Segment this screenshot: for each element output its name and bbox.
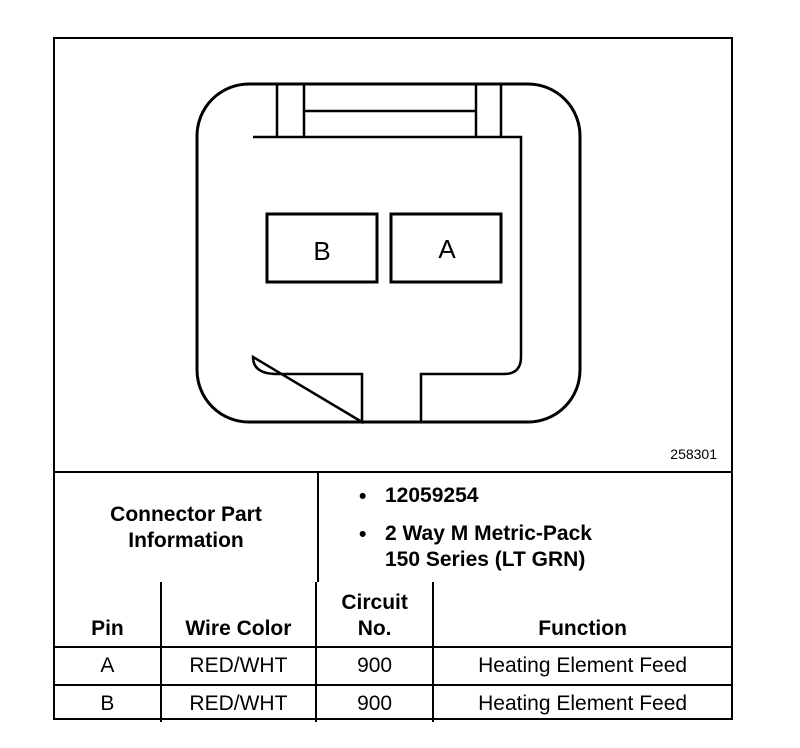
row-b-function: Heating Element Feed bbox=[432, 684, 731, 722]
row-b-pin: B bbox=[55, 684, 162, 722]
table-row: B RED/WHT 900 Heating Element Feed bbox=[55, 684, 731, 722]
pin-table: Pin Wire Color Circuit No. Function A RE… bbox=[55, 582, 731, 722]
header-circuit-line2: No. bbox=[357, 617, 392, 640]
connector-info-label-line1: Connector Part bbox=[110, 503, 262, 526]
header-circuit: Circuit No. bbox=[314, 582, 435, 648]
cavity-b bbox=[265, 212, 379, 284]
info-vertical-divider bbox=[317, 473, 319, 582]
cavity-b-label: B bbox=[313, 236, 330, 266]
bullet-icon: • bbox=[359, 485, 367, 508]
table-row: A RED/WHT 900 Heating Element Feed bbox=[55, 646, 731, 686]
cavity-a-label: A bbox=[438, 234, 456, 264]
row-b-circuit: 900 bbox=[314, 684, 435, 722]
bullet-icon: • bbox=[359, 523, 367, 546]
description-line1: 2 Way M Metric-Pack bbox=[385, 522, 592, 545]
row-a-pin: A bbox=[55, 646, 162, 686]
header-circuit-line1: Circuit bbox=[341, 591, 408, 614]
connector-info-label: Connector Part Information bbox=[55, 473, 317, 583]
table-header-row: Pin Wire Color Circuit No. Function bbox=[55, 582, 731, 648]
connector-diagram: B A bbox=[195, 82, 582, 425]
connector-info-values: • 12059254 • 2 Way M Metric-Pack 150 Ser… bbox=[319, 473, 731, 583]
row-a-circuit: 900 bbox=[314, 646, 435, 686]
row-a-wire-color: RED/WHT bbox=[159, 646, 317, 686]
connector-housing-outline bbox=[195, 82, 582, 424]
header-wire-color: Wire Color bbox=[159, 582, 317, 648]
description-line2: 150 Series (LT GRN) bbox=[385, 548, 586, 571]
connector-latch bbox=[275, 84, 503, 137]
diagram-divider bbox=[55, 471, 731, 473]
connector-frame: B A 258301 Connector Part Information • … bbox=[53, 37, 733, 722]
connector-info-label-line2: Information bbox=[128, 529, 244, 552]
part-number: 12059254 bbox=[385, 484, 479, 507]
row-a-function: Heating Element Feed bbox=[432, 646, 731, 686]
header-function: Function bbox=[432, 582, 731, 648]
connector-inner-body bbox=[251, 135, 523, 425]
header-pin: Pin bbox=[55, 582, 162, 648]
row-b-wire-color: RED/WHT bbox=[159, 684, 317, 722]
figure-number: 258301 bbox=[670, 446, 717, 462]
cavity-a bbox=[389, 212, 503, 284]
